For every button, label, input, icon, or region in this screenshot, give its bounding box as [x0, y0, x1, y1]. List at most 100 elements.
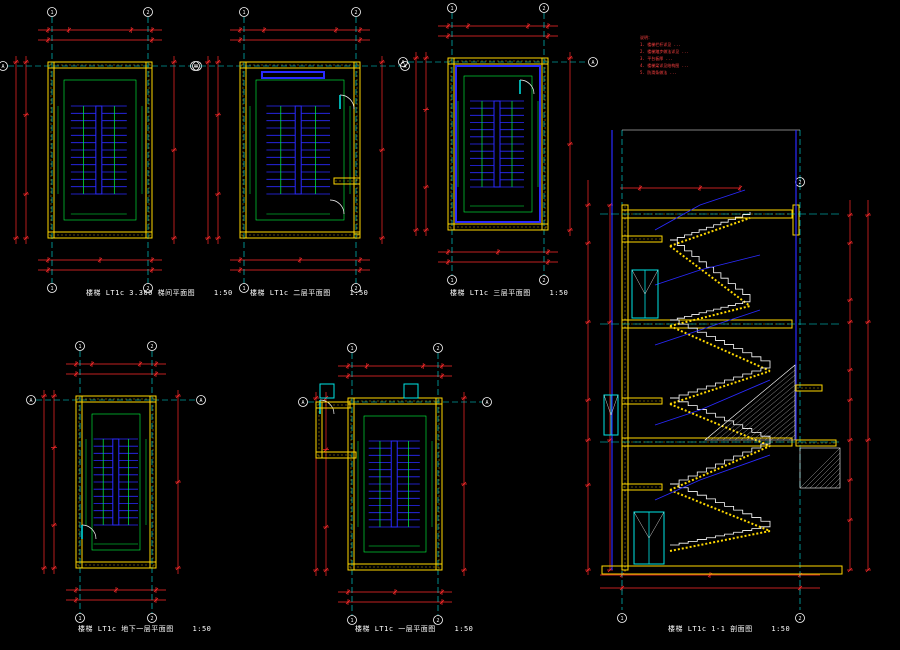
- wall-dot: [405, 566, 407, 568]
- wall-dot: [624, 390, 626, 392]
- axis-bubble: 2: [539, 275, 549, 285]
- wall-dot: [624, 358, 626, 360]
- wall-dot: [401, 400, 403, 402]
- hatch-line: [819, 467, 841, 489]
- axis-label: 1: [78, 344, 81, 350]
- wall-dot: [450, 91, 452, 93]
- wall-dot: [438, 403, 440, 405]
- landing-frame: [463, 75, 533, 213]
- wall-dot: [350, 443, 352, 445]
- door-swing-mark: [644, 269, 659, 295]
- dimension-slash: [345, 363, 351, 369]
- wall-dot: [624, 218, 626, 220]
- wall-dot: [148, 227, 150, 229]
- wall-dot: [133, 234, 135, 236]
- hatch-line: [770, 419, 796, 441]
- dimension-slash: [237, 257, 243, 263]
- wall-dot: [318, 419, 320, 421]
- wall-dot: [438, 555, 440, 557]
- wall-dot: [624, 426, 626, 428]
- wall-dot: [624, 454, 626, 456]
- wall-dot: [624, 486, 626, 488]
- wall-dot: [624, 570, 626, 572]
- axis-circle: [398, 57, 408, 67]
- wall-dot: [356, 215, 358, 217]
- wall-dot: [78, 441, 80, 443]
- wall-dot: [449, 60, 451, 62]
- wall-dot: [148, 179, 150, 181]
- wall-dot: [281, 64, 283, 66]
- wall-dot: [242, 95, 244, 97]
- wall-dot: [501, 60, 503, 62]
- dimension-slash: [323, 524, 329, 530]
- axis-bubble: 1: [75, 341, 85, 351]
- wall-dot: [152, 473, 154, 475]
- wall-dot: [78, 521, 80, 523]
- wall-dot: [78, 553, 80, 555]
- wall-dot: [78, 429, 80, 431]
- wall-dot: [421, 400, 423, 402]
- wall-dot: [78, 425, 80, 427]
- wall-dot: [350, 527, 352, 529]
- dimension-slash: [345, 373, 351, 379]
- dimension-slash: [697, 185, 703, 191]
- wall-dot: [813, 442, 815, 444]
- wall-dot: [473, 226, 475, 228]
- wall-dot: [345, 234, 347, 236]
- wall-dot: [497, 226, 499, 228]
- wall-dot: [450, 139, 452, 141]
- wall-dot: [249, 64, 251, 66]
- axis-circle: [447, 3, 457, 13]
- wall-dot: [433, 566, 435, 568]
- wall-dot: [544, 127, 546, 129]
- wall-dot: [152, 553, 154, 555]
- wall-dot: [351, 180, 353, 182]
- wall-dot: [450, 147, 452, 149]
- wall-outline: [621, 235, 663, 243]
- door-swing: [319, 399, 335, 415]
- hatch-line: [710, 369, 796, 441]
- axis-circle: [298, 397, 308, 407]
- wall-dot: [544, 159, 546, 161]
- wall-dot: [719, 213, 721, 215]
- wall-dot: [817, 387, 819, 389]
- axis-bubble: A: [588, 57, 598, 67]
- wall-dot: [643, 400, 645, 402]
- wall-dot: [350, 415, 352, 417]
- dimension-slash: [73, 371, 79, 377]
- dimension-slash: [137, 361, 143, 367]
- wall-dot: [109, 398, 111, 400]
- door-swing-mark: [633, 511, 650, 539]
- blue-wall-segment: [261, 71, 325, 79]
- wall-dot: [624, 298, 626, 300]
- axis-label: 1: [50, 10, 53, 16]
- wall-dot: [493, 60, 495, 62]
- wall-dot: [141, 564, 143, 566]
- landing-frame: [91, 413, 141, 551]
- wall-dot: [50, 171, 52, 173]
- wall-dot: [663, 213, 665, 215]
- wall-dot: [350, 407, 352, 409]
- dimension-slash: [585, 240, 591, 246]
- wall-dot: [624, 334, 626, 336]
- door-swing: [339, 94, 355, 110]
- hatch-line: [834, 482, 841, 489]
- dimension-slash: [97, 257, 103, 263]
- wall-dot: [242, 207, 244, 209]
- axis-bubble: 2: [795, 613, 805, 623]
- dimension-slash: [357, 267, 363, 273]
- wall-dot: [137, 234, 139, 236]
- wall-dot: [50, 155, 52, 157]
- wall-dot: [78, 457, 80, 459]
- wall-dot: [509, 226, 511, 228]
- wall-dot: [50, 179, 52, 181]
- dimension-slash: [423, 227, 429, 233]
- wall-dot: [809, 442, 811, 444]
- wall-dot: [350, 467, 352, 469]
- wall-dot: [544, 151, 546, 153]
- dimension-slash: [51, 522, 57, 528]
- wall-dot: [242, 107, 244, 109]
- dimension-slash: [73, 361, 79, 367]
- wall-outline: [149, 395, 157, 569]
- wall-dot: [350, 491, 352, 493]
